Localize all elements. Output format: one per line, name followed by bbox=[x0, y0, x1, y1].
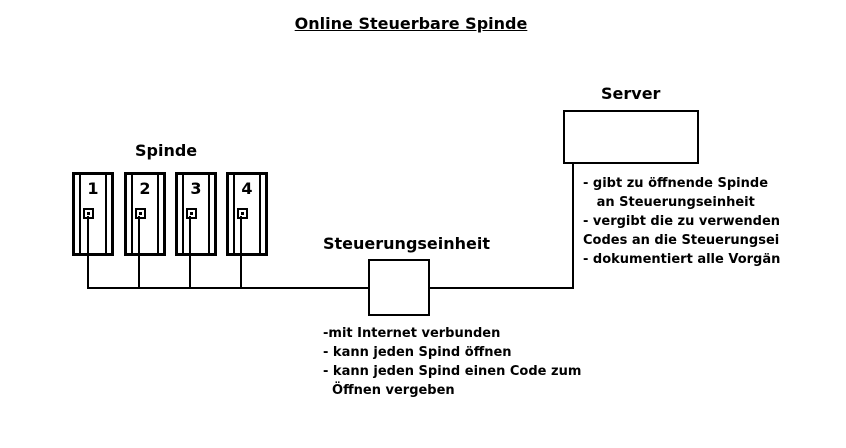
server-notes-clip: - gibt zu öffnende Spinde an Steuerungse… bbox=[583, 174, 780, 274]
server-drop-line bbox=[572, 163, 574, 289]
controller-note: - kann jeden Spind einen Code zum bbox=[323, 364, 582, 379]
locker-1-connector bbox=[87, 216, 89, 289]
locker-1: 1 bbox=[72, 172, 114, 256]
server-note: - vergibt die zu verwendenden bbox=[583, 214, 780, 229]
server-heading: Server bbox=[601, 84, 661, 103]
locker-frame bbox=[233, 175, 261, 253]
controller-note: -mit Internet verbunden bbox=[323, 326, 501, 341]
locker-number: 3 bbox=[190, 179, 202, 198]
locker-number: 4 bbox=[241, 179, 253, 198]
locker-4-connector bbox=[240, 216, 242, 289]
locker-frame bbox=[79, 175, 107, 253]
locker-bus-line bbox=[87, 287, 370, 289]
controller-note: - kann jeden Spind öffnen bbox=[323, 345, 512, 360]
lock-icon bbox=[135, 208, 146, 219]
locker-2: 2 bbox=[124, 172, 166, 256]
server-notes: - gibt zu öffnende Spinde an Steuerungse… bbox=[583, 174, 780, 269]
locker-2-connector bbox=[138, 216, 140, 289]
controller-note: Öffnen vergeben bbox=[323, 383, 455, 398]
locker-frame bbox=[182, 175, 210, 253]
locker-3: 3 bbox=[175, 172, 217, 256]
lockers-heading: Spinde bbox=[135, 141, 198, 160]
locker-number: 2 bbox=[139, 179, 151, 198]
locker-4: 4 bbox=[226, 172, 268, 256]
server-note: an Steuerungseinheit bbox=[583, 195, 755, 210]
locker-frame bbox=[131, 175, 159, 253]
server-box bbox=[563, 110, 699, 164]
locker-3-connector bbox=[189, 216, 191, 289]
server-note: - gibt zu öffnende Spinde bbox=[583, 176, 769, 191]
lock-icon bbox=[186, 208, 197, 219]
controller-heading: Steuerungseinheit bbox=[323, 234, 491, 253]
controller-box bbox=[368, 259, 430, 316]
server-note: - dokumentiert alle Vorgänge bbox=[583, 252, 780, 267]
controller-notes: -mit Internet verbunden - kann jeden Spi… bbox=[323, 324, 581, 400]
server-note: Codes an die Steuerungseinheit bbox=[583, 233, 780, 248]
controller-server-line bbox=[430, 287, 574, 289]
diagram-title: Online Steuerbare Spinde bbox=[294, 14, 528, 33]
locker-number: 1 bbox=[87, 179, 99, 198]
lock-icon bbox=[237, 208, 248, 219]
